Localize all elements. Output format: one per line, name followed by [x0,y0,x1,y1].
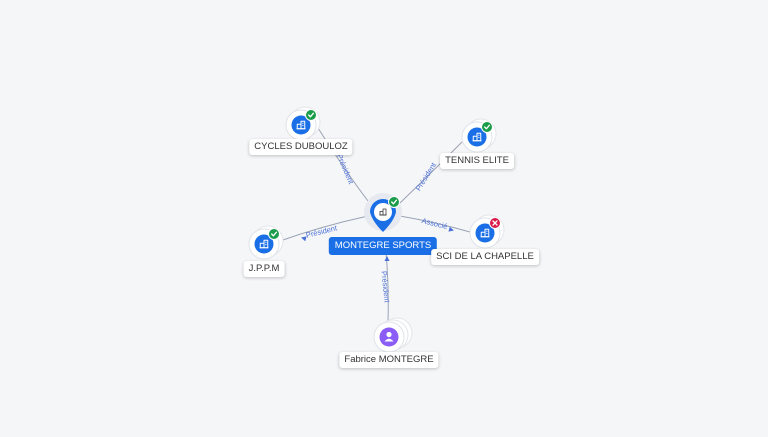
node-fabrice[interactable] [373,317,413,353]
edge-line [399,141,463,204]
arrow-icon [301,236,307,242]
node-label-sci[interactable]: SCI DE LA CHAPELLE [431,249,539,265]
check-icon [481,121,493,133]
edge-tennis-main: Président [399,141,463,204]
check-icon [388,196,400,208]
edge-label: Associé [421,216,449,231]
node-jppm[interactable] [248,225,284,260]
building-icon [480,228,490,238]
edge-label: Président [379,271,391,304]
node-label-cycles[interactable]: CYCLES DUBOULOZ [249,139,353,155]
check-icon [268,228,280,240]
edge-label: Président [414,160,439,192]
edge-line [317,127,369,202]
close-icon [489,217,501,229]
node-sci[interactable] [469,214,505,249]
node-main[interactable] [364,193,402,232]
arrow-icon [384,256,390,261]
edge-line [399,215,471,233]
building-icon [379,208,387,216]
edge-line [279,215,369,242]
node-cycles[interactable] [285,106,321,141]
check-icon [305,109,317,121]
person-icon [384,331,394,342]
node-label-main[interactable]: MONTEGRE SPORTS [328,237,438,255]
edge-label: Président [335,153,356,187]
building-icon [259,239,269,249]
node-label-jppm[interactable]: J.P.P.M [243,261,285,277]
edge-sci-main: Associé [399,215,471,233]
arrow-icon [448,226,454,232]
edge-main-fabrice: Président [379,251,392,323]
node-label-tennis[interactable]: TENNIS ELITE [440,153,514,169]
node-tennis[interactable] [461,118,497,153]
building-icon [472,132,482,142]
node-label-fabrice[interactable]: Fabrice MONTEGRE [339,352,439,368]
building-icon [296,120,306,130]
